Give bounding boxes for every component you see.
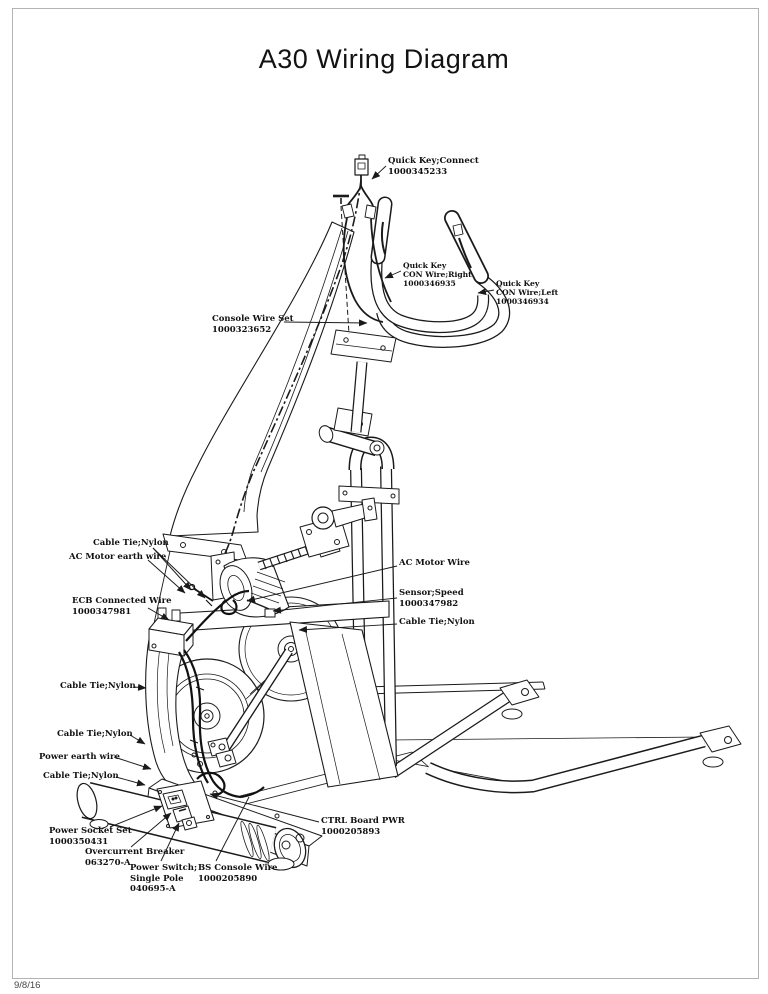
label-console-wire-set: Console Wire Set 1000323652 xyxy=(212,314,294,335)
label-quick-key-con-wire-left: Quick Key CON Wire;Left 1000346934 xyxy=(496,279,559,306)
label-overcurrent-breaker: Overcurrent Breaker 063270-A xyxy=(85,847,185,868)
label-quick-key-connect: Quick Key;Connect 1000345233 xyxy=(388,156,479,177)
quick-key-harness xyxy=(213,154,392,576)
cable-tie-marks xyxy=(189,599,213,744)
label-cable-tie-nylon-mid: Cable Tie;Nylon xyxy=(60,681,136,691)
label-sensor-speed: Sensor;Speed 1000347982 xyxy=(399,588,464,609)
label-cable-tie-nylon-top: Cable Tie;Nylon xyxy=(93,538,169,548)
handlebar-left xyxy=(376,210,511,348)
label-power-earth-wire: Power earth wire xyxy=(39,752,120,762)
wiring xyxy=(178,583,265,799)
label-bs-console-wire: BS Console Wire 1000205890 xyxy=(198,863,278,884)
label-ac-motor-earth-wire: AC Motor earth wire xyxy=(69,552,167,562)
label-ctrl-board-pwr: CTRL Board PWR 1000205893 xyxy=(321,816,405,837)
console-wire-route xyxy=(213,179,362,576)
power-socket xyxy=(162,789,188,810)
ac-motor-assembly xyxy=(210,497,378,618)
center-column xyxy=(289,621,399,788)
label-power-socket-set: Power Socket Set 1000350431 xyxy=(49,826,132,847)
handlebar-right xyxy=(370,196,490,334)
label-ecb-connected-wire: ECB Connected Wire 1000347981 xyxy=(72,596,172,617)
page-title: A30 Wiring Diagram xyxy=(258,44,510,74)
speed-sensor xyxy=(264,608,276,618)
label-ac-motor-wire: AC Motor Wire xyxy=(399,558,470,568)
leader-lines xyxy=(109,165,495,862)
overcurrent-breaker xyxy=(181,816,198,831)
label-cable-tie-nylon-right: Cable Tie;Nylon xyxy=(399,617,475,627)
label-cable-tie-nylon-lower: Cable Tie;Nylon xyxy=(57,729,133,739)
label-power-switch-single-pole: Power Switch; Single Pole 040695-A xyxy=(130,863,198,894)
label-cable-tie-nylon-bottom: Cable Tie;Nylon xyxy=(43,771,119,781)
ecb-box xyxy=(148,607,194,657)
console-mast xyxy=(152,221,397,629)
base-rear-tubes xyxy=(388,679,742,794)
label-quick-key-con-wire-right: Quick Key CON Wire;Right 1000346935 xyxy=(403,261,472,288)
date-stamp: 9/8/16 xyxy=(14,980,41,991)
